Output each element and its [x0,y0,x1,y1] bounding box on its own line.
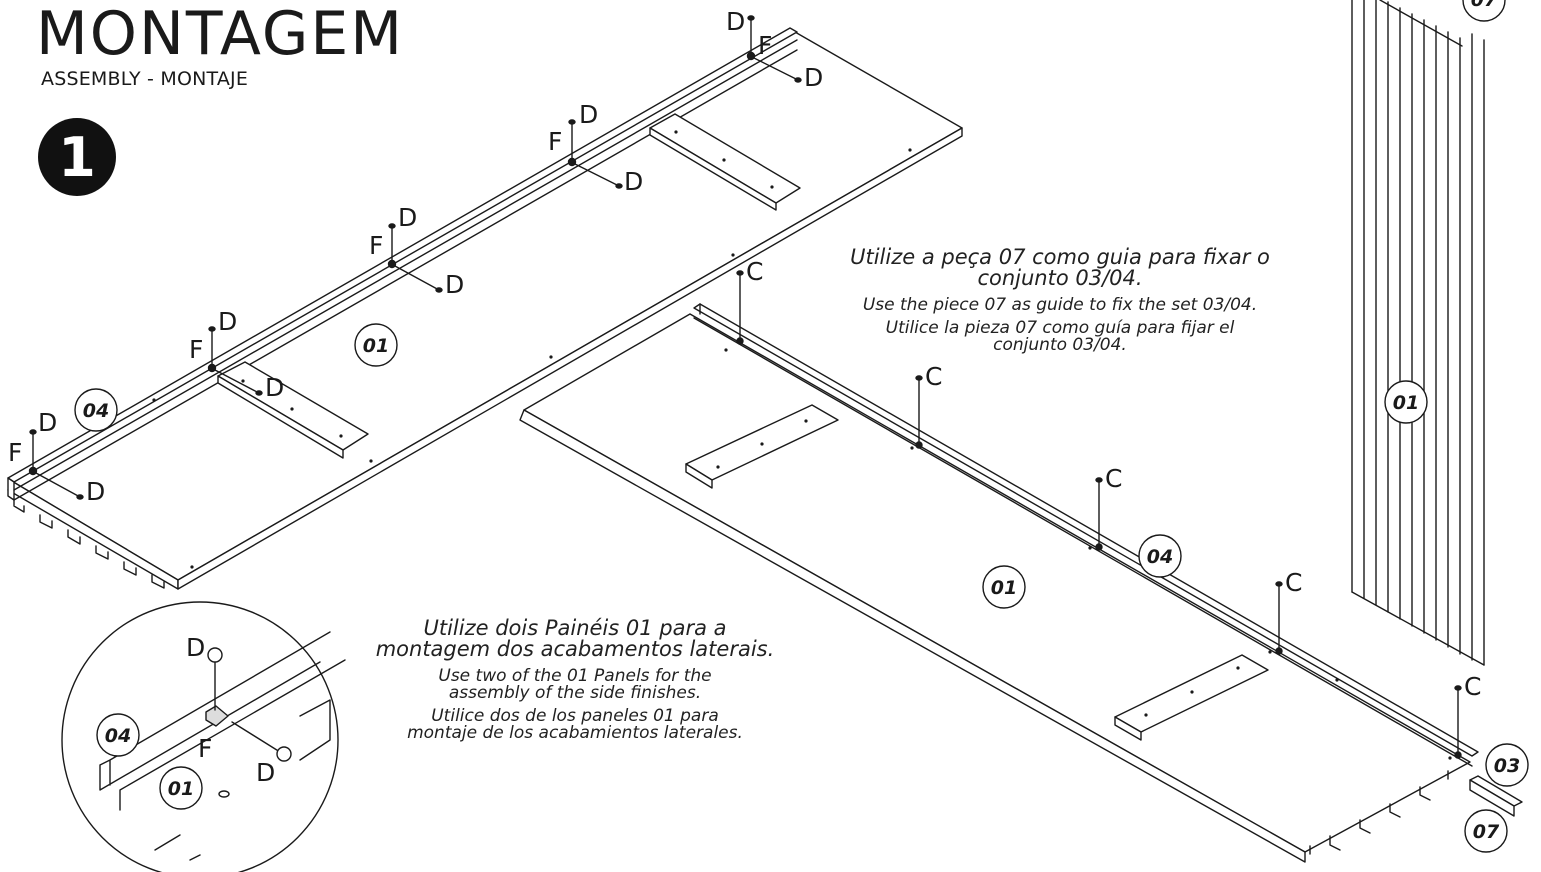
step-number-badge: 1 [38,118,116,196]
note-panels: Utilize dois Painéis 01 para a montagem … [340,618,810,742]
note-panels-pt-1: Utilize dois Painéis 01 para a [423,616,727,640]
label-screw-d-6: D [445,270,464,299]
note-panels-en-1: Use two of the 01 Panels for the [438,666,712,686]
part-07-bottom: 07 [1473,821,1500,843]
label-detail-screw-d-2: D [256,758,275,787]
label-screw-c-4: C [1285,568,1302,597]
part-04-left: 04 [83,400,109,422]
note-guide: Utilize a peça 07 como guia para fixar o… [810,247,1310,354]
label-screw-c-1: C [746,257,763,286]
standing-panel [1351,0,1485,666]
note-guide-pt-1: Utilize a peça 07 como guia para fixar o [850,245,1270,269]
note-panels-es-1: Utilice dos de los paneles 01 para [431,706,719,726]
right-panel-edge [519,409,1306,863]
note-panels-pt-2: montagem dos acabamentos laterais. [375,637,775,661]
note-panels-en-2: assembly of the side finishes. [448,683,702,703]
label-bracket-f-3: F [369,231,383,260]
note-guide-es-2: conjunto 03/04. [993,335,1127,355]
part-01-left: 01 [363,335,389,357]
label-detail-screw-d-1: D [186,633,205,662]
part-04-detail: 04 [105,725,131,747]
label-detail-bracket-f: F [198,734,212,763]
page-title: MONTAGEM [36,0,405,69]
note-guide-pt-2: conjunto 03/04. [977,266,1143,290]
label-bracket-f-2: F [189,335,203,364]
label-screw-d-3: D [218,307,237,336]
label-screw-d-5: D [398,203,417,232]
note-guide-es-1: Utilice la pieza 07 como guía para fijar… [885,318,1235,338]
label-screw-d-10: D [804,63,823,92]
label-bracket-f-5: F [758,31,772,60]
left-panel-assembly [7,15,963,590]
note-guide-en: Use the piece 07 as guide to fix the set… [862,295,1258,315]
page-subtitle: ASSEMBLY - MONTAJE [41,68,249,90]
part-04-right: 04 [1147,546,1173,568]
right-panel-assembly [519,270,1523,863]
label-screw-d-2: D [86,477,105,506]
label-screw-c-3: C [1105,464,1122,493]
label-screw-d-8: D [624,167,643,196]
detail-zoom [61,601,346,872]
label-screw-d-1: D [38,408,57,437]
label-screw-d-9: D [726,7,745,36]
right-rail-top [693,303,1479,757]
label-bracket-f-4: F [548,127,562,156]
part-01-detail: 01 [168,778,194,800]
label-screw-d-4: D [265,373,284,402]
part-01-right: 01 [991,577,1017,599]
part-07-top: 07 [1471,0,1498,11]
part-01-standing: 01 [1393,392,1419,414]
note-panels-es-2: montaje de los acabamientos laterales. [407,723,743,743]
label-screw-c-5: C [1464,672,1481,701]
label-bracket-f-1: F [8,438,22,467]
label-screw-d-7: D [579,100,598,129]
part-03: 03 [1494,755,1520,777]
label-screw-c-2: C [925,362,942,391]
